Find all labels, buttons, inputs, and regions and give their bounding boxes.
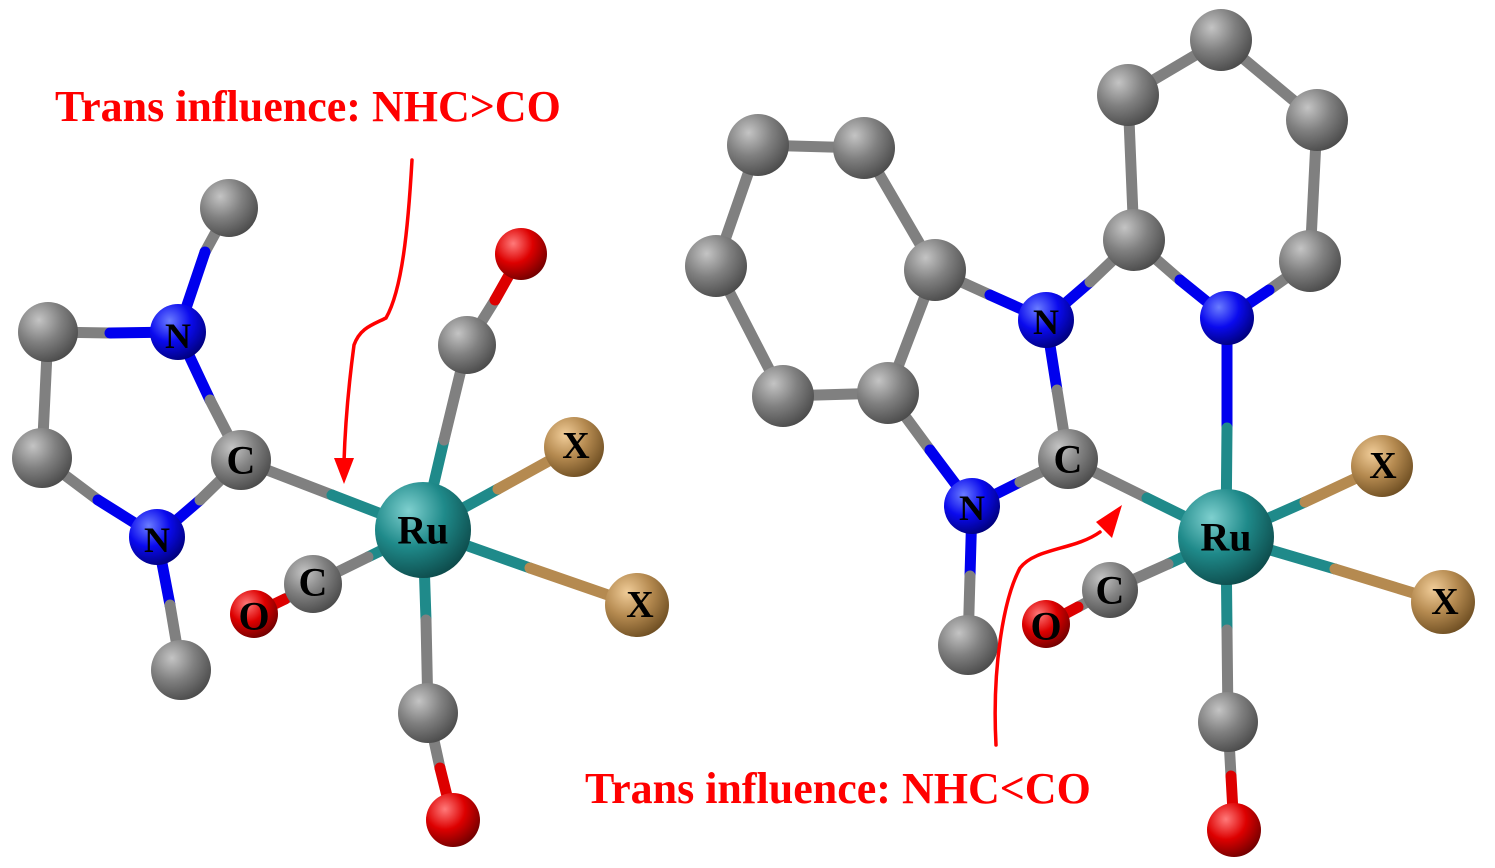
right-complex: N C N Ru C O X X bbox=[685, 9, 1475, 857]
atom-carbon-carbene bbox=[211, 430, 271, 490]
atom-halide bbox=[544, 417, 604, 477]
annotation-right-text: Trans influence: NHC<CO bbox=[585, 764, 1091, 813]
atom-oxygen bbox=[426, 793, 480, 847]
atom-label-c: C bbox=[1096, 568, 1125, 613]
left-bonds bbox=[36, 202, 643, 826]
atom-label-ru: Ru bbox=[397, 508, 448, 553]
atom-carbon bbox=[1097, 64, 1159, 126]
atom-label-x: X bbox=[1431, 581, 1458, 623]
right-atoms bbox=[685, 9, 1475, 857]
atom-carbon bbox=[1082, 562, 1138, 618]
atom-label-c: C bbox=[227, 438, 256, 483]
left-atoms bbox=[12, 179, 669, 847]
atom-nitrogen bbox=[129, 509, 185, 565]
right-atom-labels: N C N Ru C O X X bbox=[959, 302, 1459, 649]
atom-carbon bbox=[151, 640, 211, 700]
atom-carbon bbox=[938, 615, 998, 675]
atom-carbon bbox=[398, 683, 458, 743]
annotation-left-text: Trans influence: NHC>CO bbox=[55, 82, 561, 131]
atom-label-n: N bbox=[165, 316, 191, 356]
atom-carbon bbox=[12, 428, 72, 488]
arrow-left-icon bbox=[342, 158, 414, 464]
atom-carbon bbox=[200, 179, 258, 237]
atom-label-n: N bbox=[959, 488, 985, 528]
left-atom-labels: N N C Ru C O X X bbox=[144, 316, 654, 639]
atom-nitrogen bbox=[944, 478, 1000, 534]
atom-label-n: N bbox=[1033, 302, 1059, 342]
atom-nitrogen bbox=[1018, 292, 1074, 348]
atom-oxygen bbox=[1022, 600, 1070, 648]
atom-carbon bbox=[727, 114, 789, 176]
atom-carbon bbox=[904, 239, 966, 301]
atom-halide bbox=[1411, 570, 1475, 634]
annotation-right: Trans influence: NHC<CO bbox=[585, 505, 1122, 813]
atom-label-x: X bbox=[562, 425, 589, 467]
left-complex: N N C Ru C O X X bbox=[12, 179, 669, 847]
atom-carbon bbox=[685, 235, 747, 297]
atom-nitrogen bbox=[150, 304, 206, 360]
arrowhead-left-icon bbox=[334, 458, 354, 484]
atom-carbon bbox=[833, 117, 895, 179]
atom-carbon bbox=[18, 302, 78, 362]
atom-carbon bbox=[1279, 230, 1341, 292]
atom-label-ru: Ru bbox=[1200, 515, 1251, 560]
atom-carbon bbox=[1190, 9, 1252, 71]
arrowhead-right-icon bbox=[1096, 505, 1122, 538]
atom-nitrogen bbox=[1200, 291, 1254, 345]
atom-carbon bbox=[752, 365, 814, 427]
atom-ruthenium bbox=[375, 482, 471, 578]
atom-label-x: X bbox=[1369, 445, 1396, 487]
atom-carbon bbox=[1198, 692, 1258, 752]
atom-oxygen bbox=[230, 590, 278, 638]
atom-carbon-carbene bbox=[1038, 429, 1098, 489]
atom-carbon bbox=[284, 555, 342, 613]
atom-label-c: C bbox=[1054, 437, 1083, 482]
atom-carbon bbox=[857, 362, 919, 424]
atom-label-o: O bbox=[238, 594, 269, 639]
atom-label-x: X bbox=[626, 584, 653, 626]
atom-oxygen bbox=[495, 228, 547, 280]
annotation-left: Trans influence: NHC>CO bbox=[55, 82, 561, 484]
atom-oxygen bbox=[1207, 803, 1261, 857]
atom-ruthenium bbox=[1178, 489, 1274, 585]
atom-carbon bbox=[1286, 89, 1348, 151]
atom-carbon bbox=[1103, 209, 1165, 271]
atom-halide bbox=[605, 573, 669, 637]
atom-carbon bbox=[438, 316, 496, 374]
atom-label-c: C bbox=[299, 560, 328, 605]
atom-halide bbox=[1351, 435, 1413, 497]
arrow-right-icon bbox=[993, 530, 1102, 747]
atom-label-o: O bbox=[1030, 604, 1061, 649]
atom-label-n: N bbox=[144, 520, 170, 560]
